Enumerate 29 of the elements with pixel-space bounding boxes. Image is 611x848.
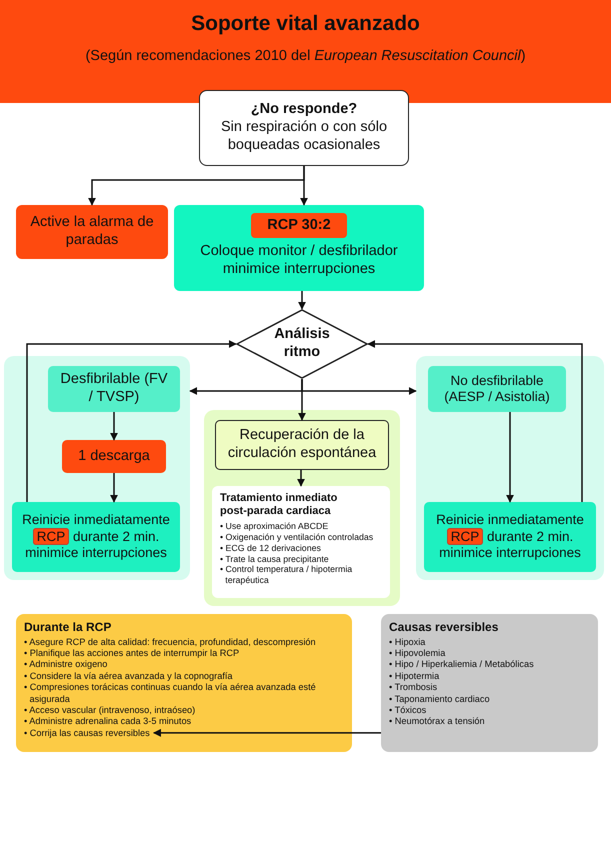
- decision-diamond: Análisis ritmo: [236, 309, 368, 379]
- panel: [4, 356, 190, 580]
- subtitle: (Según recomendaciones 2010 del European Resuscitation Council): [84, 48, 527, 64]
- process-box: Reinicie inmediatamente RCP durante 2 min. minimice interrupciones: [12, 502, 180, 572]
- question-box: ¿No responde? Sin respiración o con sólo boqueadas ocasionales: [199, 90, 409, 166]
- arrow: [367, 340, 583, 502]
- arrow: [298, 379, 306, 421]
- arrow: [110, 473, 118, 503]
- arrow: [152, 728, 381, 737]
- checklist-box: Durante la RCP • Asegure RCP de alta calidad: frecuencia, profundidad, descompresión • Planifique las acciones antes de interrumpir la RCP • Administre oxigeno • Considere la vía aérea avanzada y la copnografía • Compresiones torácicas continuas cuando la vía aérea avanzada esté asigurada • Acceso vascular (intravenoso, intraóseo) • Administre adrenalina cada 3-5 minutos • Corrija las causas reversibles: [16, 614, 352, 752]
- title: Soporte vital avanzado: [190, 12, 421, 36]
- checklist-box: Causas reversibles • Hipoxia • Hipovolemia • Hipo / Hiperkaliemia / Metabólicas • Hipotermia • Trombosis • Taponamiento cardiaco • Tóxicos • Neumotórax a tensión: [381, 614, 598, 752]
- arrow: [506, 412, 514, 503]
- cpr-badge: RCP 30:2: [251, 213, 347, 238]
- panel: [416, 356, 604, 580]
- process-box: No desfibrilable (AESP / Asistolia): [428, 366, 566, 412]
- panel: [204, 410, 400, 606]
- arrow: [26, 340, 237, 502]
- treatment-list-box: Tratamiento inmediato post-parada cardiaca • Use aproximación ABCDE • Oxigenación y ventilación controladas • ECG de 12 derivaciones • Trate la causa precipitante • Control temperatura / hipotermia terapéutica: [212, 486, 390, 598]
- arrow: [298, 291, 306, 310]
- action-box: Active la alarma de paradas: [16, 205, 168, 259]
- process-box: Recuperación de la circulación espontánea: [215, 420, 389, 470]
- arrow: [300, 166, 308, 206]
- action-box: 1 descarga: [62, 440, 166, 473]
- process-box: RCP 30:2 Coloque monitor / desfibrilador minimice interrupciones: [174, 205, 424, 291]
- arrow: [110, 412, 118, 441]
- arrow: [297, 470, 305, 487]
- process-box: Desfibrilable (FV / TVSP): [48, 366, 180, 412]
- process-box: Reinicie inmediatamente RCP durante 2 min. minimice interrupciones: [424, 502, 596, 572]
